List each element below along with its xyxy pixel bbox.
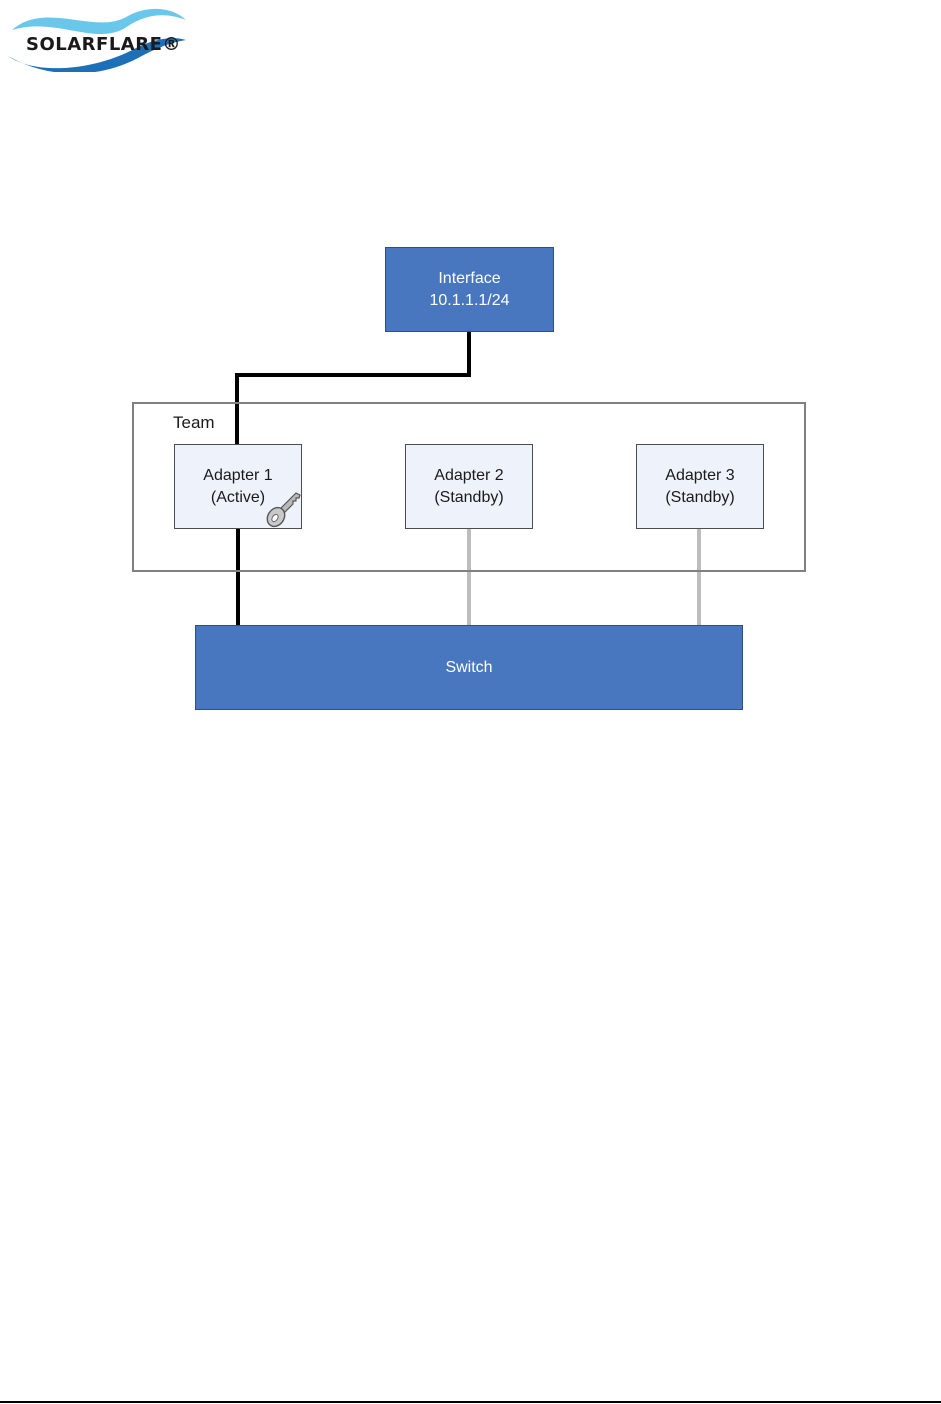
adapter-2-node: Adapter 2 (Standby)	[405, 444, 533, 529]
adapter-1-node: Adapter 1 (Active)	[174, 444, 302, 529]
switch-node: Switch	[195, 625, 743, 710]
switch-label: Switch	[445, 658, 493, 676]
adapter-3-state: (Standby)	[665, 488, 735, 506]
logo-text: SOLARFLARE®	[26, 34, 181, 55]
adapter-2-name: Adapter 2	[434, 466, 504, 484]
interface-address: 10.1.1.1/24	[429, 291, 510, 309]
logo-swoosh-icon	[8, 8, 186, 74]
adapter-1-name: Adapter 1	[203, 466, 273, 484]
adapter-2-state: (Standby)	[434, 488, 504, 506]
adapter-3-name: Adapter 3	[665, 466, 735, 484]
active-link-upper	[235, 331, 471, 445]
interface-label: Interface	[438, 269, 501, 287]
adapter-3-node: Adapter 3 (Standby)	[636, 444, 764, 529]
team-diagram	[235, 331, 701, 627]
team-group	[132, 402, 806, 572]
adapter-1-state: (Active)	[210, 488, 266, 506]
footer-divider	[0, 1401, 941, 1403]
solarflare-logo: SOLARFLARE®	[6, 6, 188, 74]
key-icon	[266, 492, 301, 528]
team-label: Team	[173, 413, 215, 432]
interface-node: Interface 10.1.1.1/24	[385, 247, 554, 332]
